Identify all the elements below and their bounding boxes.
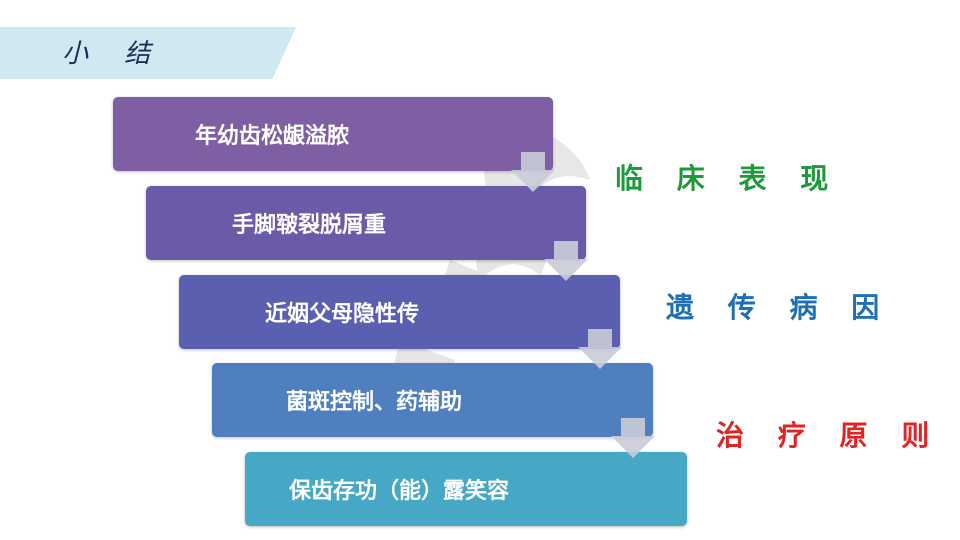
- step-2-label: 手脚皲裂脱屑重: [232, 213, 387, 238]
- treatment-principle-label: 治 疗 原 则: [716, 419, 942, 452]
- step-3-label: 近姻父母隐性传: [265, 302, 420, 327]
- down-arrow-icon: [611, 418, 655, 458]
- down-arrow-icon: [511, 152, 555, 192]
- title-band: [0, 27, 296, 79]
- down-arrow-icon: [544, 241, 588, 281]
- step-4-box: 菌斑控制、药辅助: [212, 363, 653, 437]
- step-3-box: 近姻父母隐性传: [179, 275, 620, 349]
- down-arrow-icon: [578, 329, 622, 369]
- step-1-box: 年幼齿松龈溢脓: [113, 97, 553, 171]
- step-5-box: 保齿存功（能）露笑容: [245, 452, 687, 526]
- step-4-label: 菌斑控制、药辅助: [286, 390, 463, 415]
- step-1-label: 年幼齿松龈溢脓: [195, 124, 350, 149]
- step-2-box: 手脚皲裂脱屑重: [146, 186, 586, 260]
- genetic-cause-label: 遗 传 病 因: [666, 291, 892, 324]
- clinical-manifestation-label: 临 床 表 现: [615, 162, 841, 195]
- slide-title: 小 结: [62, 39, 165, 69]
- step-5-label: 保齿存功（能）露笑容: [289, 479, 510, 504]
